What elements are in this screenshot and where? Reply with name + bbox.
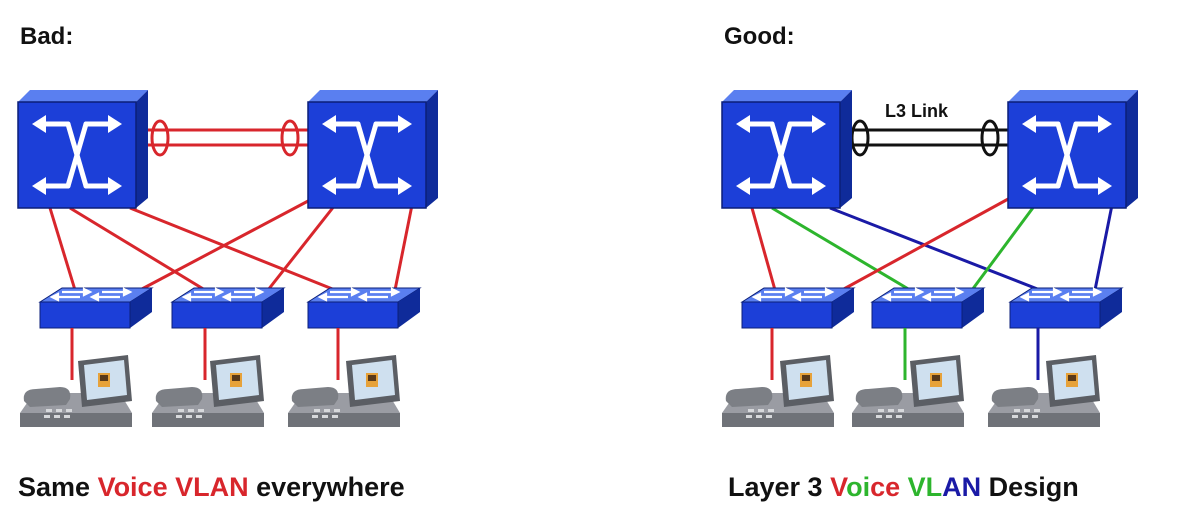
good-access-switch-3 [1008,286,1124,330]
l3-link-label: L3 Link [885,101,949,121]
good-caption-segment: Layer 3 [728,472,830,502]
good-access-switch-1 [740,286,856,330]
good-caption-segment: oi [846,472,870,502]
good-caption-segment: V [830,472,848,502]
good-caption: Layer 3 Voice VLAN Design [728,472,1079,502]
good-caption-segment [900,472,908,502]
bad-access-switch-2 [170,286,286,330]
bad-core-interconnect [140,119,312,157]
bad-caption-segment: everywhere [249,472,405,502]
bad-access-switch-1 [38,286,154,330]
bad-core-switch-left [18,90,148,208]
good-ip-phone-1 [722,355,834,427]
good-caption-segment: VL [908,472,943,502]
bad-ip-phone-1 [20,355,132,427]
good-heading: Good: [724,23,795,50]
good-uplinks [750,196,1114,292]
bad-caption-segment: Same [18,472,98,502]
bad-ip-phone-2 [152,355,264,427]
bad-caption: Same Voice VLAN everywhere [18,472,405,502]
good-caption-segment: A [942,472,962,502]
bad-core-switch-right [308,90,438,208]
good-caption-segment: Design [981,472,1079,502]
good-l3-link [842,119,1010,157]
good-phone-links [770,328,1040,380]
good-access-switch-2 [870,286,986,330]
bad-phone-links [70,328,340,380]
bad-caption-segment: Voice VLAN [98,472,249,502]
bad-access-switch-3 [306,286,422,330]
good-core-switch-left [722,90,852,208]
bad-ip-phone-3 [288,355,400,427]
good-core-switch-right [1008,90,1138,208]
bad-uplinks [48,198,414,292]
good-caption-segment: ce [870,472,900,502]
good-ip-phone-2 [852,355,964,427]
bad-heading: Bad: [20,23,73,50]
good-caption-segment: N [962,472,982,502]
good-ip-phone-3 [988,355,1100,427]
